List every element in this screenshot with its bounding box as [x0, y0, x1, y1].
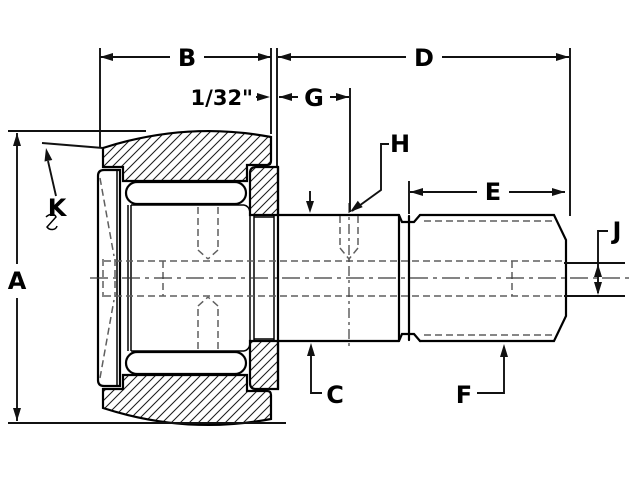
- dim-label-b: B: [178, 44, 196, 72]
- lube-hole-under-roller-bottom: [197, 296, 219, 349]
- dim-j-arrow-down: [594, 282, 602, 295]
- groove-profile-bottom: [397, 332, 422, 343]
- dim-h-arrow: [350, 200, 363, 212]
- dim-label-h: H: [390, 130, 410, 158]
- dim-h-leader: [351, 143, 389, 212]
- k-reference-line: [41, 142, 104, 149]
- race-fillet-top: [243, 204, 251, 213]
- dim-a-arrow-top: [13, 133, 21, 146]
- outer-ring-bottom-section: [101, 373, 273, 427]
- lube-hole-under-roller-top: [197, 207, 219, 260]
- dim-d-arrow-right: [556, 53, 569, 61]
- dim-label-c: C: [326, 381, 344, 409]
- dim-j-arrow-up: [594, 264, 602, 277]
- needle-rollers: [124, 180, 248, 376]
- flange-bottom-section: [248, 339, 280, 391]
- dim-g-arrow-right: [336, 93, 349, 101]
- dim-f-leader: [477, 357, 505, 394]
- gap-leader-arrow: [257, 93, 270, 101]
- k-squiggle-mark: [45, 213, 58, 231]
- end-plate-outline: [96, 168, 122, 388]
- groove-profile-top: [397, 213, 422, 224]
- dim-e-arrow-left: [410, 188, 423, 196]
- dim-label-g: G: [304, 84, 324, 112]
- dim-b-arrow-right: [258, 53, 271, 61]
- dim-label-k: K: [48, 194, 68, 222]
- plate-diagonal-top: [99, 177, 115, 257]
- stud-flange: [248, 165, 280, 391]
- dim-b-arrow-left: [100, 53, 113, 61]
- outer-ring-top-section: [101, 129, 273, 183]
- plate-diagonal-bottom: [99, 299, 115, 379]
- dim-f-arrow: [500, 344, 508, 357]
- dim-c-leader: [310, 356, 322, 394]
- dimension-annotations: [8, 48, 625, 424]
- dim-e-arrow-right: [552, 188, 565, 196]
- dim-k-leader: [47, 160, 57, 197]
- dim-a-arrow-bottom: [13, 408, 21, 421]
- race-fillet-bottom: [243, 343, 251, 352]
- grease-hole-h: [339, 216, 359, 260]
- thread-profile: [418, 213, 568, 343]
- dim-c-arrow-bottom: [307, 343, 315, 356]
- dim-g-arrow-left: [279, 93, 292, 101]
- centerlines: [90, 203, 634, 350]
- dim-label-e: E: [485, 178, 501, 206]
- stud-shank-and-thread: [276, 213, 568, 343]
- dim-k-arrow: [44, 148, 53, 162]
- needle-roller-bottom: [124, 350, 248, 376]
- dim-label-a: A: [8, 267, 27, 295]
- roller-outer-ring: [101, 129, 273, 427]
- dim-d-arrow-left: [278, 53, 291, 61]
- dim-label-j: J: [611, 217, 622, 245]
- hidden-lines: [99, 177, 565, 379]
- needle-roller-top: [124, 180, 248, 206]
- dim-label-f: F: [456, 381, 472, 409]
- dim-c-arrow-top: [306, 201, 314, 213]
- gap-label: 1/32": [191, 86, 253, 110]
- dimension-labels: A B C D E F G H J K 1/32": [8, 44, 622, 409]
- dim-label-d: D: [414, 44, 434, 72]
- flange-top-section: [248, 165, 280, 217]
